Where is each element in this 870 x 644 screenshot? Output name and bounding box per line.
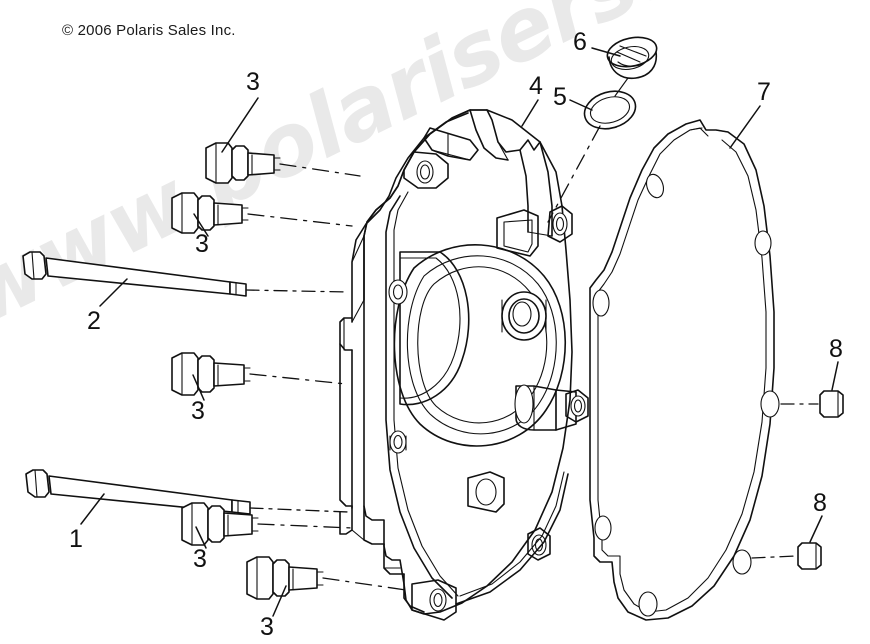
callout-3-bottom: 3	[260, 613, 274, 641]
assembly-dash-lines	[245, 125, 819, 591]
flange-bolt-top	[205, 142, 281, 184]
callout-4: 4	[529, 72, 543, 100]
callout-3-upper: 3	[195, 230, 209, 258]
o-ring-part	[583, 90, 637, 130]
callout-1: 1	[69, 525, 83, 553]
cap-oring-link	[614, 77, 629, 97]
callout-8-upper: 8	[829, 335, 843, 363]
callout-3-low: 3	[193, 545, 207, 573]
filler-cap-part	[606, 36, 658, 80]
flange-bolt-bottom	[246, 556, 324, 600]
callout-leader-lines	[80, 47, 839, 617]
callout-3-mid: 3	[191, 397, 205, 425]
dowel-pin-lower	[797, 542, 822, 570]
long-bolt-1	[25, 469, 251, 515]
flange-bolt-low	[181, 502, 259, 546]
copyright-notice: © 2006 Polaris Sales Inc.	[62, 22, 236, 39]
cover-gasket-part	[589, 119, 780, 621]
flange-bolt-upper	[171, 192, 249, 234]
clutch-cover-part	[339, 109, 589, 621]
dowel-pin-upper	[819, 390, 844, 418]
callout-2: 2	[87, 307, 101, 335]
callout-8-lower: 8	[813, 489, 827, 517]
flange-bolt-mid	[171, 352, 251, 396]
callout-3-top: 3	[246, 68, 260, 96]
callout-7: 7	[757, 78, 771, 106]
callout-6: 6	[573, 28, 587, 56]
callout-5: 5	[553, 83, 567, 111]
long-bolt-2	[22, 251, 247, 297]
